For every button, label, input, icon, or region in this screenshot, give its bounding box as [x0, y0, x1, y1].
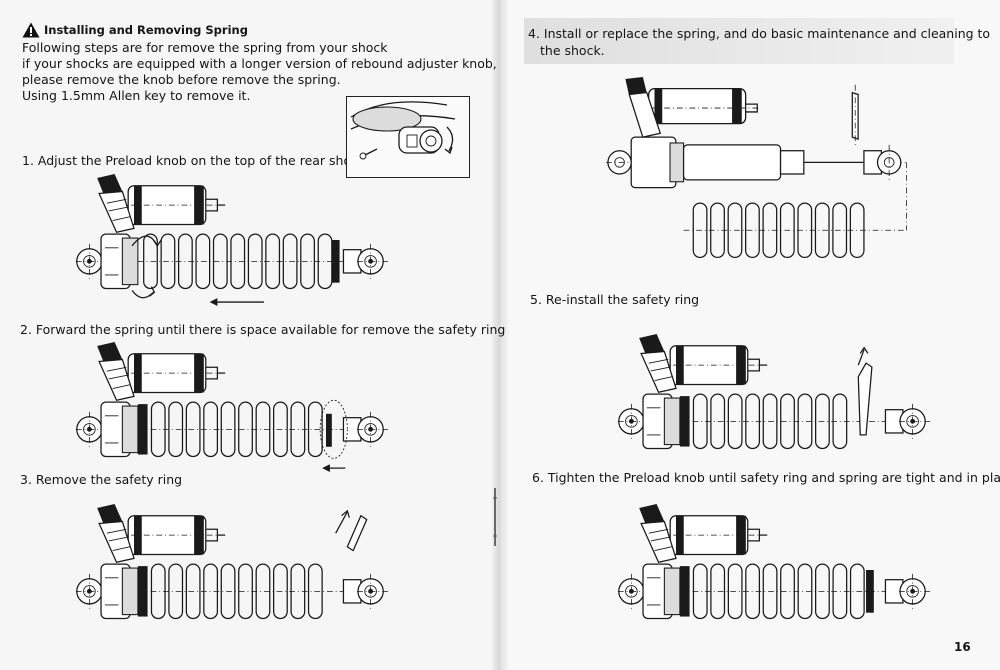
figure-step-5: [617, 333, 931, 450]
spring: [692, 563, 865, 620]
figure-step-6: [617, 503, 931, 620]
section-title: Installing and Removing Spring: [44, 23, 248, 37]
step-6-label: 6. Tighten the Preload knob until safety…: [532, 470, 1000, 485]
step-4-highlight: [524, 18, 954, 64]
rebound-knob-inset: [346, 96, 470, 178]
spring: [150, 563, 323, 620]
step-4-label-line-1: 4. Install or replace the spring, and do…: [528, 26, 991, 41]
step-4-label-line-2: the shock.: [540, 43, 605, 58]
spring: [143, 233, 333, 290]
book-gutter: [492, 0, 508, 670]
page-edge-marker: [493, 488, 497, 546]
figure-step-3: [75, 503, 389, 620]
intro-line-2: if your shocks are equipped with a longe…: [22, 56, 497, 71]
spring: [150, 401, 323, 458]
step-1-label: 1. Adjust the Preload knob on the top of…: [22, 153, 370, 168]
intro-line-1: Following steps are for remove the sprin…: [22, 40, 388, 55]
figure-step-2: [75, 341, 389, 472]
step-3-label: 3. Remove the safety ring: [20, 472, 183, 487]
intro-line-4: Using 1.5mm Allen key to remove it.: [22, 88, 251, 103]
warning-triangle-icon: [22, 22, 40, 38]
page-number: 16: [954, 640, 971, 654]
figure-step-4: [606, 77, 907, 259]
figure-step-1: [75, 173, 389, 306]
step-5-label: 5. Re-install the safety ring: [530, 292, 700, 307]
intro-line-3: please remove the knob before remove the…: [22, 72, 341, 87]
step-2-label: 2. Forward the spring until there is spa…: [20, 322, 506, 337]
spring: [692, 393, 848, 450]
